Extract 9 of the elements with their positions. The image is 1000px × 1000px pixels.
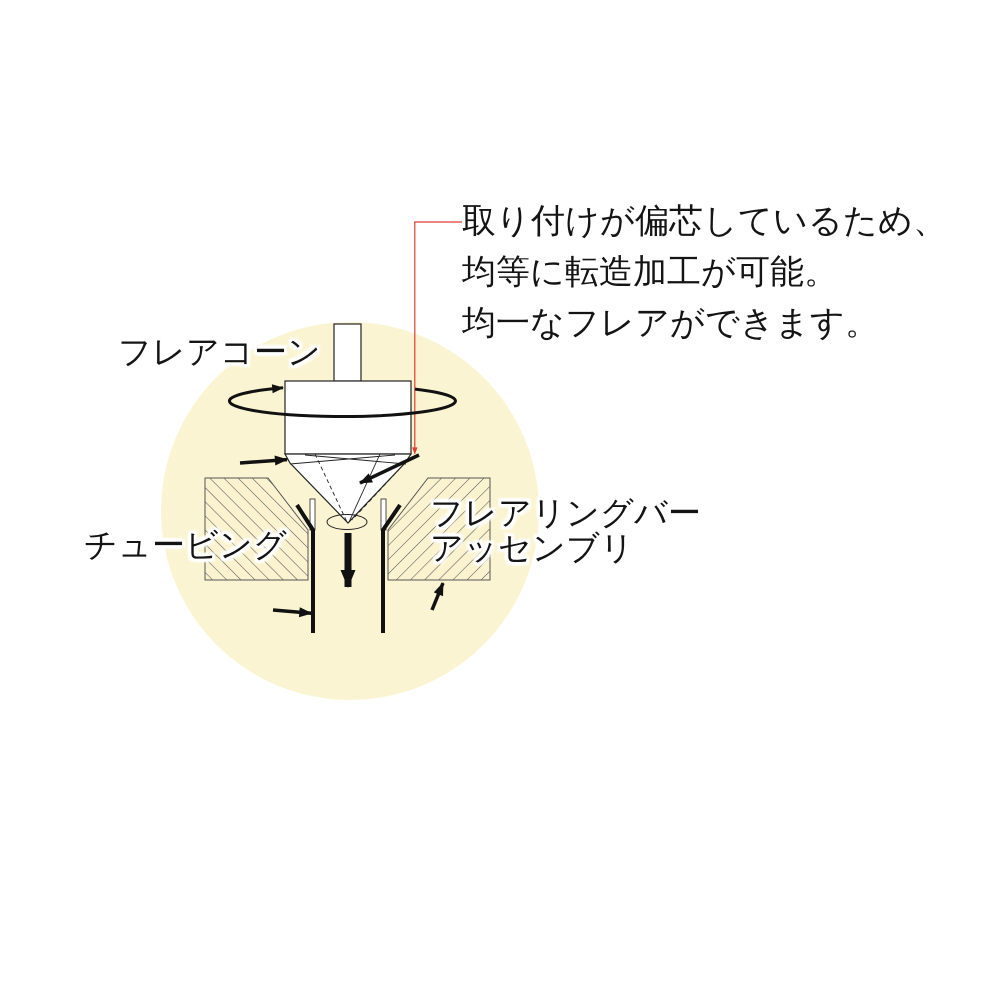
rotation-arrow (228, 384, 456, 418)
arrow (272, 607, 312, 618)
flare-cone (284, 323, 412, 530)
leader-line (412, 221, 462, 454)
part-label: フレアコーン (118, 334, 321, 369)
tube-walls (295, 498, 402, 633)
arrow (430, 582, 445, 611)
arrow (240, 455, 288, 466)
note-text: 取り付けが偏芯しているため、均等に転造加工が可能。均一なフレアができます。 (462, 196, 947, 349)
